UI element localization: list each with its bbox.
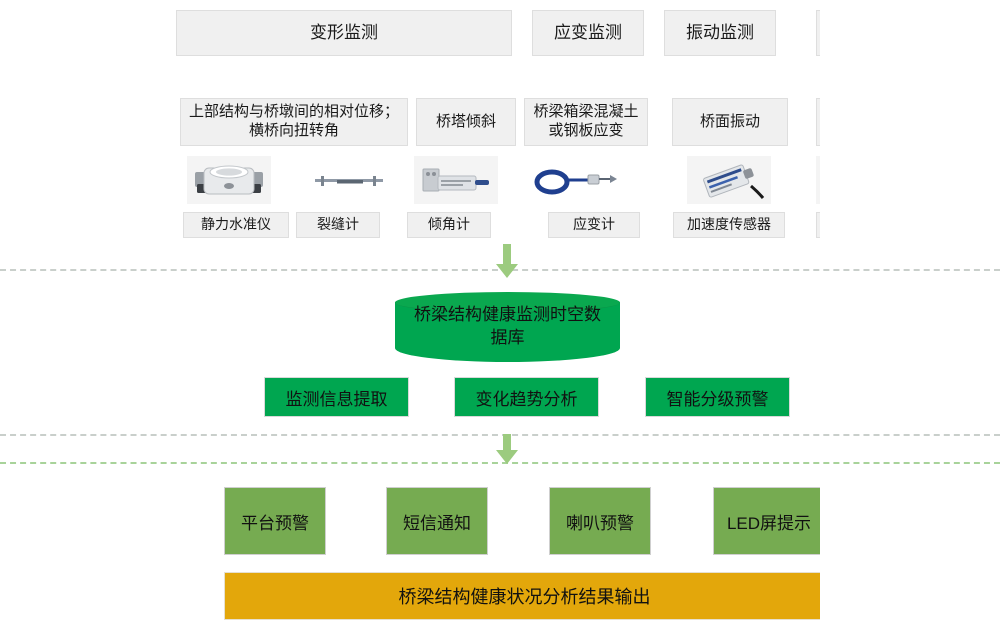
alert-channel-box[interactable]: 平台预警 (224, 487, 326, 555)
hydrostatic-level-sensor-icon (187, 156, 271, 204)
output-result-bar[interactable]: 桥梁结构健康状况分析结果输出 (224, 572, 820, 620)
alert-channel-box[interactable]: 喇叭预警 (549, 487, 651, 555)
arrow-to-database-icon (494, 244, 520, 278)
database-label: 桥梁结构健康监测时空数据库 (414, 305, 601, 347)
divider-sensors-database (0, 269, 1000, 271)
monitoring-category-box[interactable]: 应变监测 (532, 10, 644, 56)
sensor-thumbnail-blank (816, 156, 820, 204)
measured-quantity-box[interactable]: 桥面振动 (672, 98, 788, 146)
database-node[interactable]: 桥梁结构健康监测时空数据库 (395, 292, 620, 362)
alert-channel-box[interactable]: LED屏提示 (713, 487, 820, 555)
divider-analysis-bottom (0, 462, 1000, 464)
accelerometer-icon (687, 156, 771, 204)
arrow-to-alerts-icon (494, 434, 520, 468)
monitoring-category-box[interactable] (816, 10, 820, 56)
sensor-label-box[interactable] (816, 212, 820, 238)
inclinometer-icon (414, 156, 498, 204)
sensor-label-box[interactable]: 静力水准仪 (183, 212, 289, 238)
diagram-content-clip: 变形监测 应变监测 振动监测 上部结构与桥墩间的相对位移；横桥向扭转角 桥塔倾斜… (176, 0, 820, 640)
sensor-label-box[interactable]: 裂缝计 (296, 212, 380, 238)
measured-quantity-box[interactable]: 桥塔倾斜 (416, 98, 516, 146)
measured-quantity-box[interactable]: 上部结构与桥墩间的相对位移；横桥向扭转角 (180, 98, 408, 146)
sensor-label-box[interactable]: 倾角计 (407, 212, 491, 238)
measured-quantity-box[interactable]: 桥梁箱梁混凝土或钢板应变 (524, 98, 648, 146)
analysis-module-box[interactable]: 监测信息提取 (264, 377, 409, 417)
sensor-label-box[interactable]: 应变计 (548, 212, 640, 238)
alert-channel-box[interactable]: 短信通知 (386, 487, 488, 555)
strain-gauge-icon (531, 158, 627, 202)
monitoring-category-box[interactable]: 变形监测 (176, 10, 512, 56)
analysis-module-box[interactable]: 变化趋势分析 (454, 377, 599, 417)
analysis-module-box[interactable]: 智能分级预警 (645, 377, 790, 417)
measured-quantity-box[interactable] (816, 98, 820, 146)
sensor-label-box[interactable]: 加速度传感器 (673, 212, 785, 238)
monitoring-category-box[interactable]: 振动监测 (664, 10, 776, 56)
divider-analysis-top (0, 434, 1000, 436)
database-cylinder-top (395, 292, 620, 313)
crack-meter-icon (307, 164, 391, 198)
